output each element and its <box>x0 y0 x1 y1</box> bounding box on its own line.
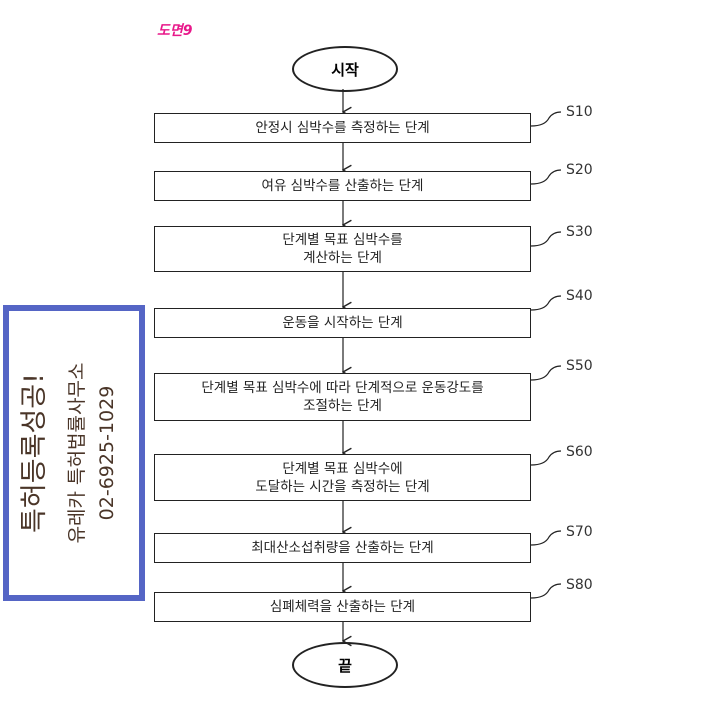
step-label-s30: S30 <box>566 224 593 240</box>
stamp-firm: 유레카 특허법률사무소 <box>65 311 89 595</box>
step-label-s60: S60 <box>566 444 593 460</box>
step-label-s70: S70 <box>566 524 593 540</box>
end-terminal: 끝 <box>292 642 398 688</box>
step-s50: 단계별 목표 심박수에 따라 단계적으로 운동강도를 조절하는 단계 <box>154 373 531 421</box>
step-s10: 안정시 심박수를 측정하는 단계 <box>154 113 531 143</box>
step-s20: 여유 심박수를 산출하는 단계 <box>154 171 531 201</box>
step-s40: 운동을 시작하는 단계 <box>154 308 531 338</box>
stamp-phone: 02-6925-1029 <box>95 311 119 595</box>
step-s70: 최대산소섭취량을 산출하는 단계 <box>154 533 531 563</box>
step-s30: 단계별 목표 심박수를 계산하는 단계 <box>154 226 531 272</box>
step-label-s40: S40 <box>566 288 593 304</box>
step-label-s20: S20 <box>566 162 593 178</box>
stamp-headline: 특허등록성공! <box>19 311 51 595</box>
step-label-s10: S10 <box>566 104 593 120</box>
step-s60: 단계별 목표 심박수에 도달하는 시간을 측정하는 단계 <box>154 454 531 501</box>
start-terminal: 시작 <box>292 46 398 92</box>
step-label-s80: S80 <box>566 577 593 593</box>
watermark-stamp: 특허등록성공! 유레카 특허법률사무소 02-6925-1029 <box>3 305 145 601</box>
step-s80: 심폐체력을 산출하는 단계 <box>154 592 531 622</box>
step-label-s50: S50 <box>566 358 593 374</box>
